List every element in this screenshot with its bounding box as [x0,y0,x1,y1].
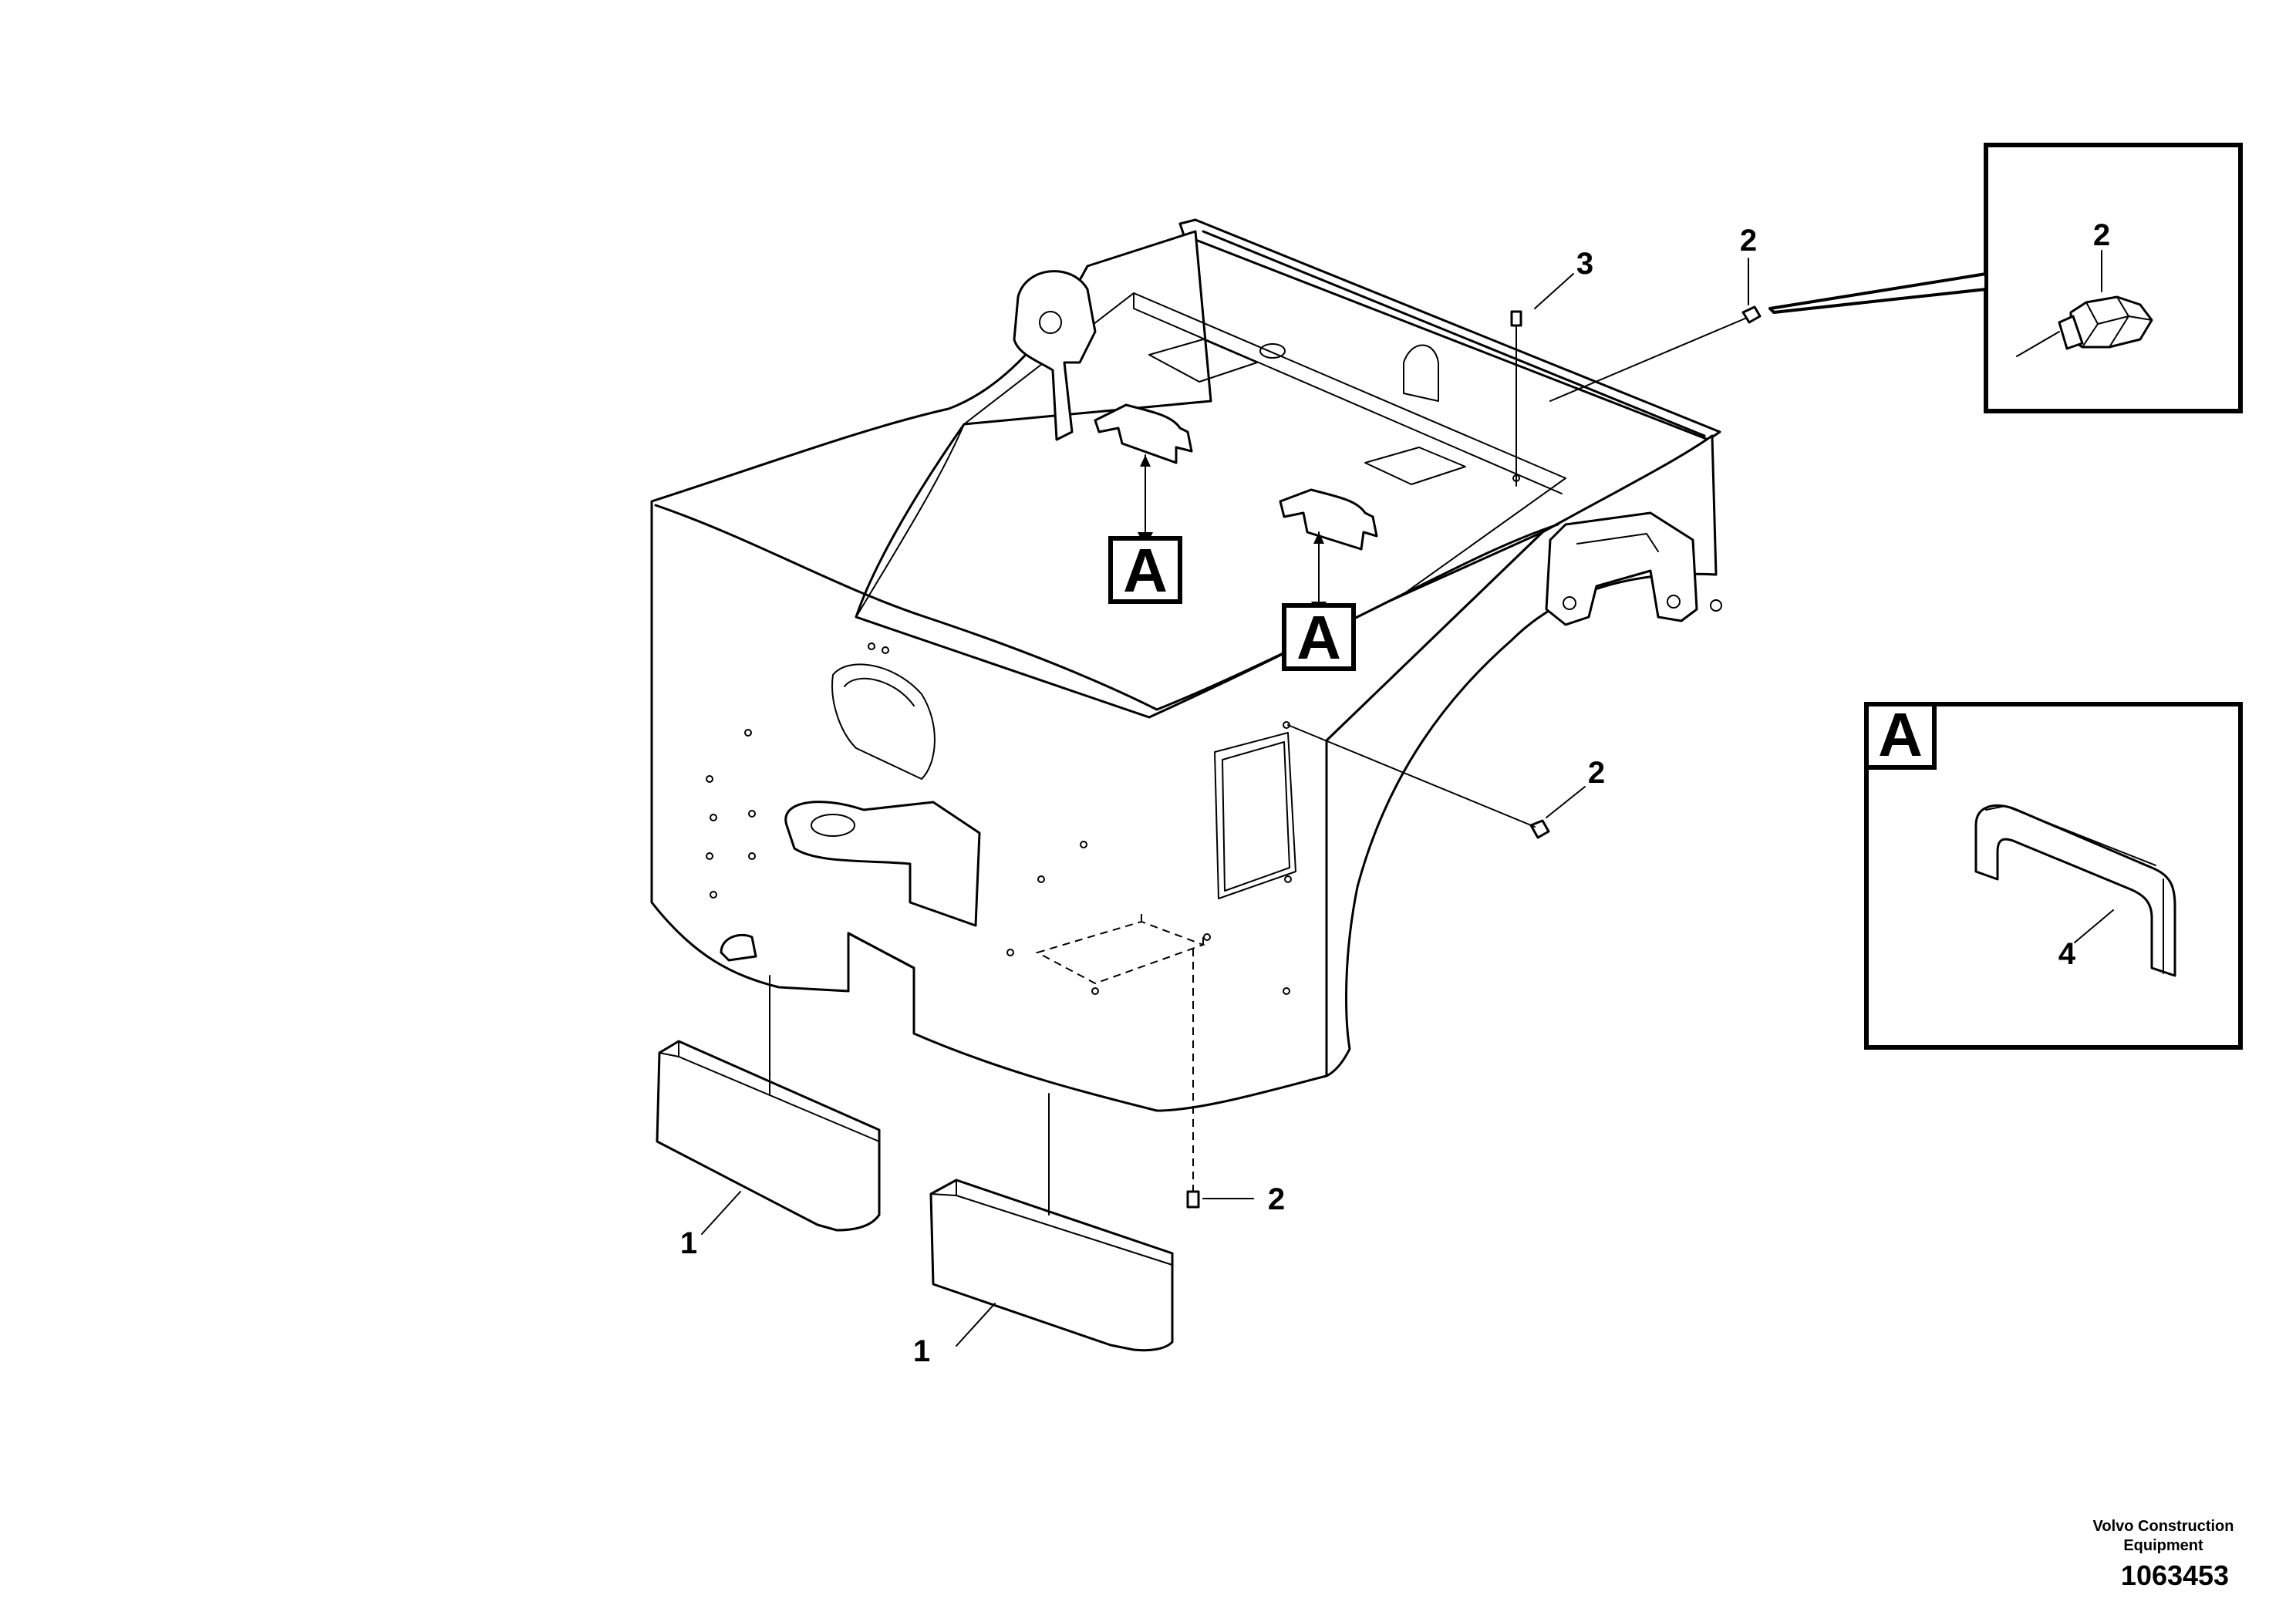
frame-assembly [650,218,1722,1112]
lifting-eye-left [1013,270,1097,441]
callout-2-detail: 2 [2093,218,2110,252]
callout-2-mid: 2 [1588,756,1605,790]
view-marker-a-right [1282,603,1356,671]
callout-1-right: 1 [913,1334,930,1368]
side-access-cover [1214,732,1296,899]
view-marker-a-left [1108,536,1182,604]
callout-4: 4 [2058,937,2076,971]
view-marker-a-right-label: A [1296,603,1341,672]
plug-top-right [1741,305,1762,324]
detail-box-view-a [1864,702,2243,1050]
detail-box-view-a-label: A [1878,700,1923,769]
frame-back-rail [1178,218,1721,441]
mount-tab-front [720,933,757,962]
frame-right-fender [1325,434,1718,1077]
hinge-bracket-right [1545,511,1698,626]
credit-line-1: Volvo Construction [2093,1518,2234,1535]
detail-box-plug [1768,143,2243,413]
counterweight-left [656,1040,881,1232]
tow-hook-front [784,801,981,927]
drawing-number: 1063453 [2121,1560,2229,1591]
access-plate-top-1 [1148,339,1258,383]
callout-2-bottom: 2 [1268,1182,1285,1216]
access-plate-top-2 [1364,447,1466,485]
counterweight-right [929,1179,1174,1352]
callout-2-top: 2 [1740,224,1757,258]
plug-side [1529,819,1550,839]
handle-bar-detail [1974,804,2176,977]
handle-bar-left [1094,403,1193,464]
side-opening-left [831,663,936,780]
plug-bottom [1186,1190,1200,1209]
credit-line-2: Equipment [2123,1537,2203,1554]
handle-bar-right [1279,488,1378,551]
callout-1-left: 1 [680,1226,697,1260]
callout-3: 3 [1576,247,1593,281]
mounting-holes [706,642,1292,995]
view-marker-a-left-label: A [1123,536,1168,605]
grease-nipple-3 [1510,310,1522,327]
